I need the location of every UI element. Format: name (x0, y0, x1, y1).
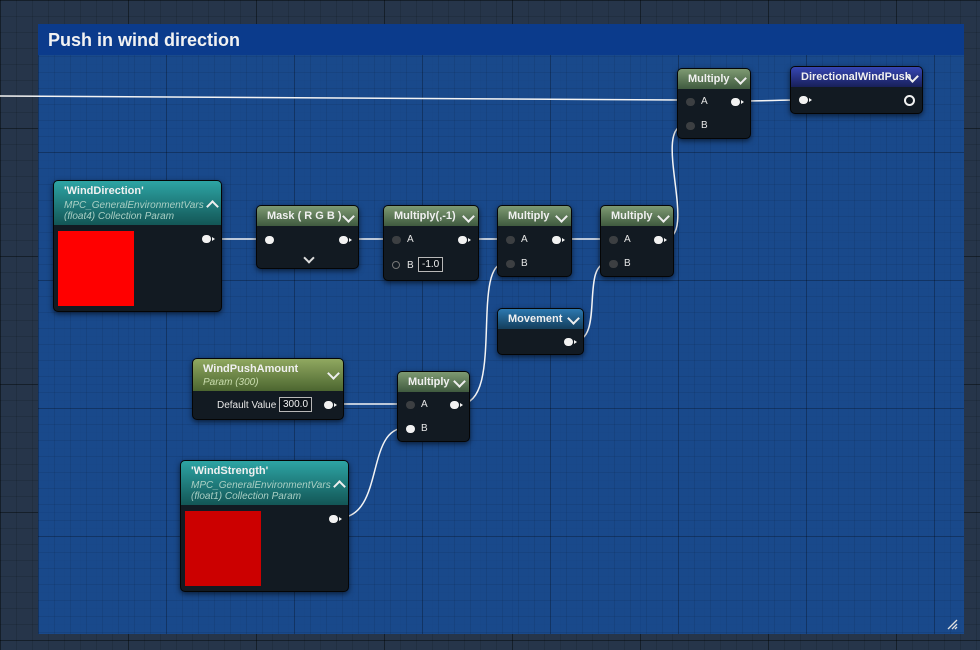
node-title: Mask ( R G B ) (267, 210, 342, 222)
output-pin[interactable] (564, 338, 577, 346)
output-pin[interactable] (552, 236, 565, 244)
input-pin-a[interactable] (686, 98, 695, 106)
node-header (384, 206, 478, 226)
node-header (257, 206, 358, 226)
resize-grip-icon[interactable] (946, 618, 958, 630)
node-title: 'WindDirection' (64, 185, 144, 197)
node-header (398, 372, 469, 392)
input-pin[interactable] (799, 96, 812, 104)
directional-wind-push-node[interactable]: DirectionalWindPush (790, 66, 923, 114)
node-header (193, 359, 343, 391)
pin-label-b: B (701, 120, 708, 131)
input-pin-b[interactable] (406, 425, 415, 433)
output-pin[interactable] (450, 401, 463, 409)
default-value-label: Default Value (217, 400, 277, 411)
comment-header[interactable]: Push in wind direction (38, 24, 964, 55)
node-title: WindPushAmount (203, 363, 299, 375)
node-title: Multiply (611, 210, 653, 222)
node-header (498, 309, 583, 329)
input-pin-a[interactable] (609, 236, 618, 244)
output-pin[interactable] (202, 235, 215, 243)
multiply-top-node[interactable]: Multiply A B (677, 68, 751, 139)
movement-node[interactable]: Movement (497, 308, 584, 355)
input-pin[interactable] (265, 236, 274, 244)
input-pin-b[interactable] (609, 260, 618, 268)
input-pin-a[interactable] (506, 236, 515, 244)
pin-label-a: A (521, 234, 528, 245)
pin-label-a: A (701, 96, 708, 107)
multiply-mid-node[interactable]: Multiply A B (497, 205, 572, 277)
output-pin[interactable] (904, 95, 915, 106)
pin-label-b: B (521, 258, 528, 269)
node-header (678, 69, 750, 89)
node-subtitle: Param (300) (203, 377, 259, 388)
wire-windstrength-to-multiply-bottom-b (337, 427, 406, 519)
node-header (181, 461, 348, 505)
color-preview-swatch (58, 231, 134, 306)
wind-direction-node[interactable]: 'WindDirection' MPC_GeneralEnvironmentVa… (53, 180, 222, 312)
pin-label-b: B (407, 260, 414, 271)
output-pin[interactable] (329, 515, 342, 523)
node-title: Multiply (408, 376, 450, 388)
node-title: Multiply(,-1) (394, 210, 456, 222)
node-header (601, 206, 673, 226)
default-value-field[interactable]: 300.0 (279, 397, 313, 412)
input-pin-b[interactable] (506, 260, 515, 268)
node-header (498, 206, 571, 226)
multiply-bottom-node[interactable]: Multiply A B (397, 371, 470, 442)
node-title: 'WindStrength' (191, 465, 269, 477)
wind-push-amount-node[interactable]: WindPushAmount Param (300) Default Value… (192, 358, 344, 420)
node-header (54, 181, 221, 225)
input-pin-b[interactable] (686, 122, 695, 130)
node-subtitle-line1: MPC_GeneralEnvironmentVars (64, 200, 204, 211)
node-subtitle-line1: MPC_GeneralEnvironmentVars (191, 480, 331, 491)
output-pin[interactable] (731, 98, 744, 106)
node-subtitle-line2: (float1) Collection Param (191, 491, 302, 502)
mask-node[interactable]: Mask ( R G B ) (256, 205, 359, 269)
output-pin[interactable] (458, 236, 471, 244)
pin-label-a: A (407, 234, 414, 245)
pin-label-a: A (624, 234, 631, 245)
b-value-field[interactable]: -1.0 (418, 257, 444, 272)
node-header (791, 67, 922, 87)
output-pin[interactable] (324, 401, 337, 409)
wire-multiply-bottom-to-multiply-mid-b (459, 262, 506, 405)
input-pin-a[interactable] (392, 236, 401, 244)
pin-label-b: B (421, 423, 428, 434)
node-title: Movement (508, 313, 563, 325)
node-title: Multiply (508, 210, 550, 222)
node-title: Multiply (688, 73, 730, 85)
wire-incoming-to-multiply-top (0, 95, 681, 101)
comment-title: Push in wind direction (48, 30, 241, 50)
multiply-neg-node[interactable]: Multiply(,-1) A B -1.0 (383, 205, 479, 281)
node-title: DirectionalWindPush (801, 71, 912, 83)
input-pin-b[interactable] (392, 261, 400, 269)
output-pin[interactable] (339, 236, 352, 244)
pin-label-a: A (421, 399, 428, 410)
pin-label-b: B (624, 258, 631, 269)
color-preview-swatch (185, 511, 261, 586)
input-pin-a[interactable] (406, 401, 415, 409)
multiply-right-node[interactable]: Multiply A B (600, 205, 674, 277)
node-subtitle-line2: (float4) Collection Param (64, 211, 175, 222)
expand-chevron-icon[interactable] (303, 252, 315, 264)
output-pin[interactable] (654, 236, 667, 244)
wind-strength-node[interactable]: 'WindStrength' MPC_GeneralEnvironmentVar… (180, 460, 349, 592)
